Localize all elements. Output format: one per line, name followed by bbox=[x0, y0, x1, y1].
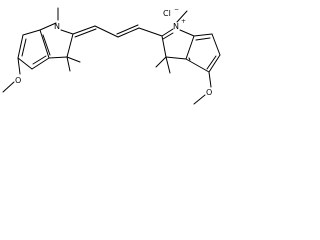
bond-c7a-c3a-inner bbox=[42, 34, 51, 56]
left-o-methyl bbox=[2, 81, 15, 93]
bond-c6p-c5p bbox=[208, 54, 221, 73]
bond-c2p-n1p-double bbox=[162, 32, 174, 40]
right-nitrogen-label: N bbox=[173, 22, 179, 31]
right-substituents bbox=[155, 10, 212, 105]
bridge-bond-4 bbox=[138, 27, 163, 37]
right-oxygen-label: O bbox=[206, 88, 212, 97]
bond-c7-c6 bbox=[17, 34, 24, 59]
bond-c6p-c5p-inner bbox=[206, 55, 217, 70]
bond-n1-c7a bbox=[39, 22, 57, 31]
bond-c2p-n1p bbox=[161, 28, 174, 37]
right-methyl-a bbox=[155, 56, 167, 68]
left-methyl-a bbox=[66, 56, 81, 63]
right-o-methyl bbox=[193, 94, 206, 105]
bond-c2p-c3p bbox=[161, 35, 167, 58]
bond-c7p-c6p bbox=[211, 33, 221, 56]
left-nitrogen-label: N bbox=[54, 22, 60, 31]
right-methyl-b bbox=[165, 56, 171, 74]
right-n-methyl bbox=[176, 10, 188, 23]
chloride-label: Cl bbox=[163, 9, 171, 18]
bond-c5-c4-inner bbox=[32, 55, 47, 65]
bond-c6-c5 bbox=[17, 57, 33, 70]
bridge-bond-1-double bbox=[74, 28, 97, 38]
bond-c7a-c3a bbox=[39, 29, 50, 59]
bridge-bond-3-double bbox=[116, 24, 139, 35]
polymethine-bridge bbox=[72, 24, 163, 38]
left-oxygen-label: O bbox=[15, 76, 21, 85]
right-o-bond bbox=[208, 71, 212, 88]
bond-c2-c3 bbox=[66, 33, 74, 58]
right-indolium-ring bbox=[161, 28, 221, 73]
bond-c3p-c3ap bbox=[165, 56, 187, 60]
bond-n1p-c7ap bbox=[179, 29, 195, 37]
bond-c5p-c4p bbox=[185, 58, 210, 73]
cyanine-dye-structure: N N + O O Cl − bbox=[2, 6, 221, 105]
chloride-charge: − bbox=[174, 6, 179, 13]
left-o-bond bbox=[17, 57, 21, 75]
bond-c3-c3a bbox=[48, 56, 68, 59]
left-indoline-ring bbox=[17, 22, 74, 70]
bond-c7ap-c7p-inner bbox=[195, 37, 211, 41]
bridge-bond-3 bbox=[117, 27, 140, 38]
bond-c7a-c7 bbox=[22, 29, 41, 36]
bridge-bond-1 bbox=[72, 25, 96, 35]
nitrogen-positive-charge: + bbox=[181, 18, 186, 25]
left-substituents bbox=[2, 7, 81, 93]
bond-c7ap-c7p bbox=[193, 33, 213, 37]
bond-c7-c6-inner bbox=[21, 38, 27, 57]
left-methyl-b bbox=[66, 56, 71, 72]
bridge-bond-2 bbox=[94, 25, 119, 38]
bond-c5-c4 bbox=[31, 57, 50, 70]
bond-c7ap-c3ap bbox=[185, 35, 195, 60]
bond-c4p-c3ap bbox=[188, 57, 191, 61]
bond-n1-c2 bbox=[60, 29, 74, 35]
